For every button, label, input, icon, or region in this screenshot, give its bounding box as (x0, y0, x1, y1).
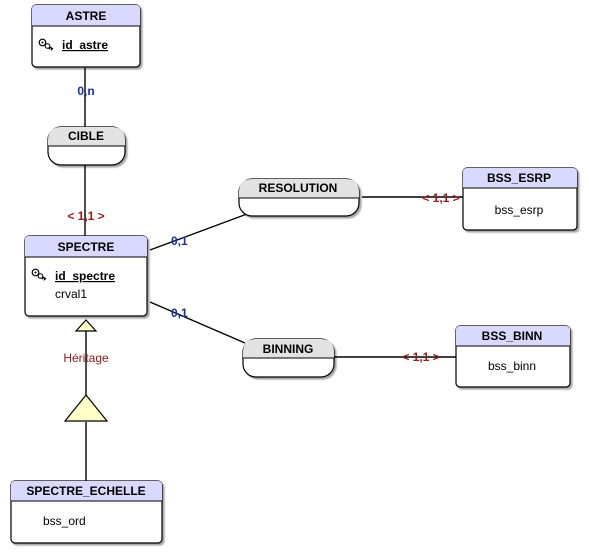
association-cible-label: CIBLE (68, 129, 104, 143)
entity-bss-esrp-title: BSS_ESRP (487, 171, 551, 185)
cardinality-spectre-binning: 0,1 (171, 306, 188, 320)
cardinality-spectre-resolution: 0,1 (171, 234, 188, 248)
entity-astre[interactable] (31, 4, 141, 68)
cardinality-binning-binn: < 1,1 > (402, 350, 439, 364)
entity-astre-title: ASTRE (66, 9, 107, 23)
cardinality-astre-cible: 0,n (77, 84, 94, 98)
inheritance-arrow-icon (74, 319, 98, 332)
entity-astre-key: id_astre (62, 38, 108, 52)
association-cible[interactable] (47, 126, 126, 166)
association-binning-label: BINNING (263, 342, 314, 356)
entity-bss-esrp[interactable] (462, 167, 578, 231)
link-spectre-binning (149, 301, 246, 344)
inheritance-label: Héritage (63, 351, 109, 365)
entity-bss-esrp-attr: bss_esrp (495, 203, 544, 217)
entity-bss-binn-attr: bss_binn (488, 359, 536, 373)
link-spectre-resolution (149, 213, 248, 251)
entity-bss-binn[interactable] (455, 325, 571, 388)
cardinality-resolution-esrp: < 1,1 > (422, 191, 459, 205)
entity-spectre-echelle[interactable] (10, 480, 163, 544)
cardinality-cible-spectre: < 1,1 > (67, 209, 104, 223)
entity-spectre-key: id_spectre (55, 269, 115, 283)
entity-bss-binn-title: BSS_BINN (482, 329, 543, 343)
entity-spectre[interactable] (24, 235, 148, 317)
entity-spectre-title: SPECTRE (58, 240, 115, 254)
association-resolution[interactable] (238, 178, 360, 217)
association-binning[interactable] (242, 338, 335, 378)
entity-spectre-echelle-attr: bss_ord (43, 514, 86, 528)
inheritance-triangle-icon[interactable] (63, 394, 109, 422)
entity-spectre-attr: crval1 (55, 287, 87, 301)
entity-spectre-echelle-title: SPECTRE_ECHELLE (26, 484, 145, 498)
association-resolution-label: RESOLUTION (259, 181, 338, 195)
